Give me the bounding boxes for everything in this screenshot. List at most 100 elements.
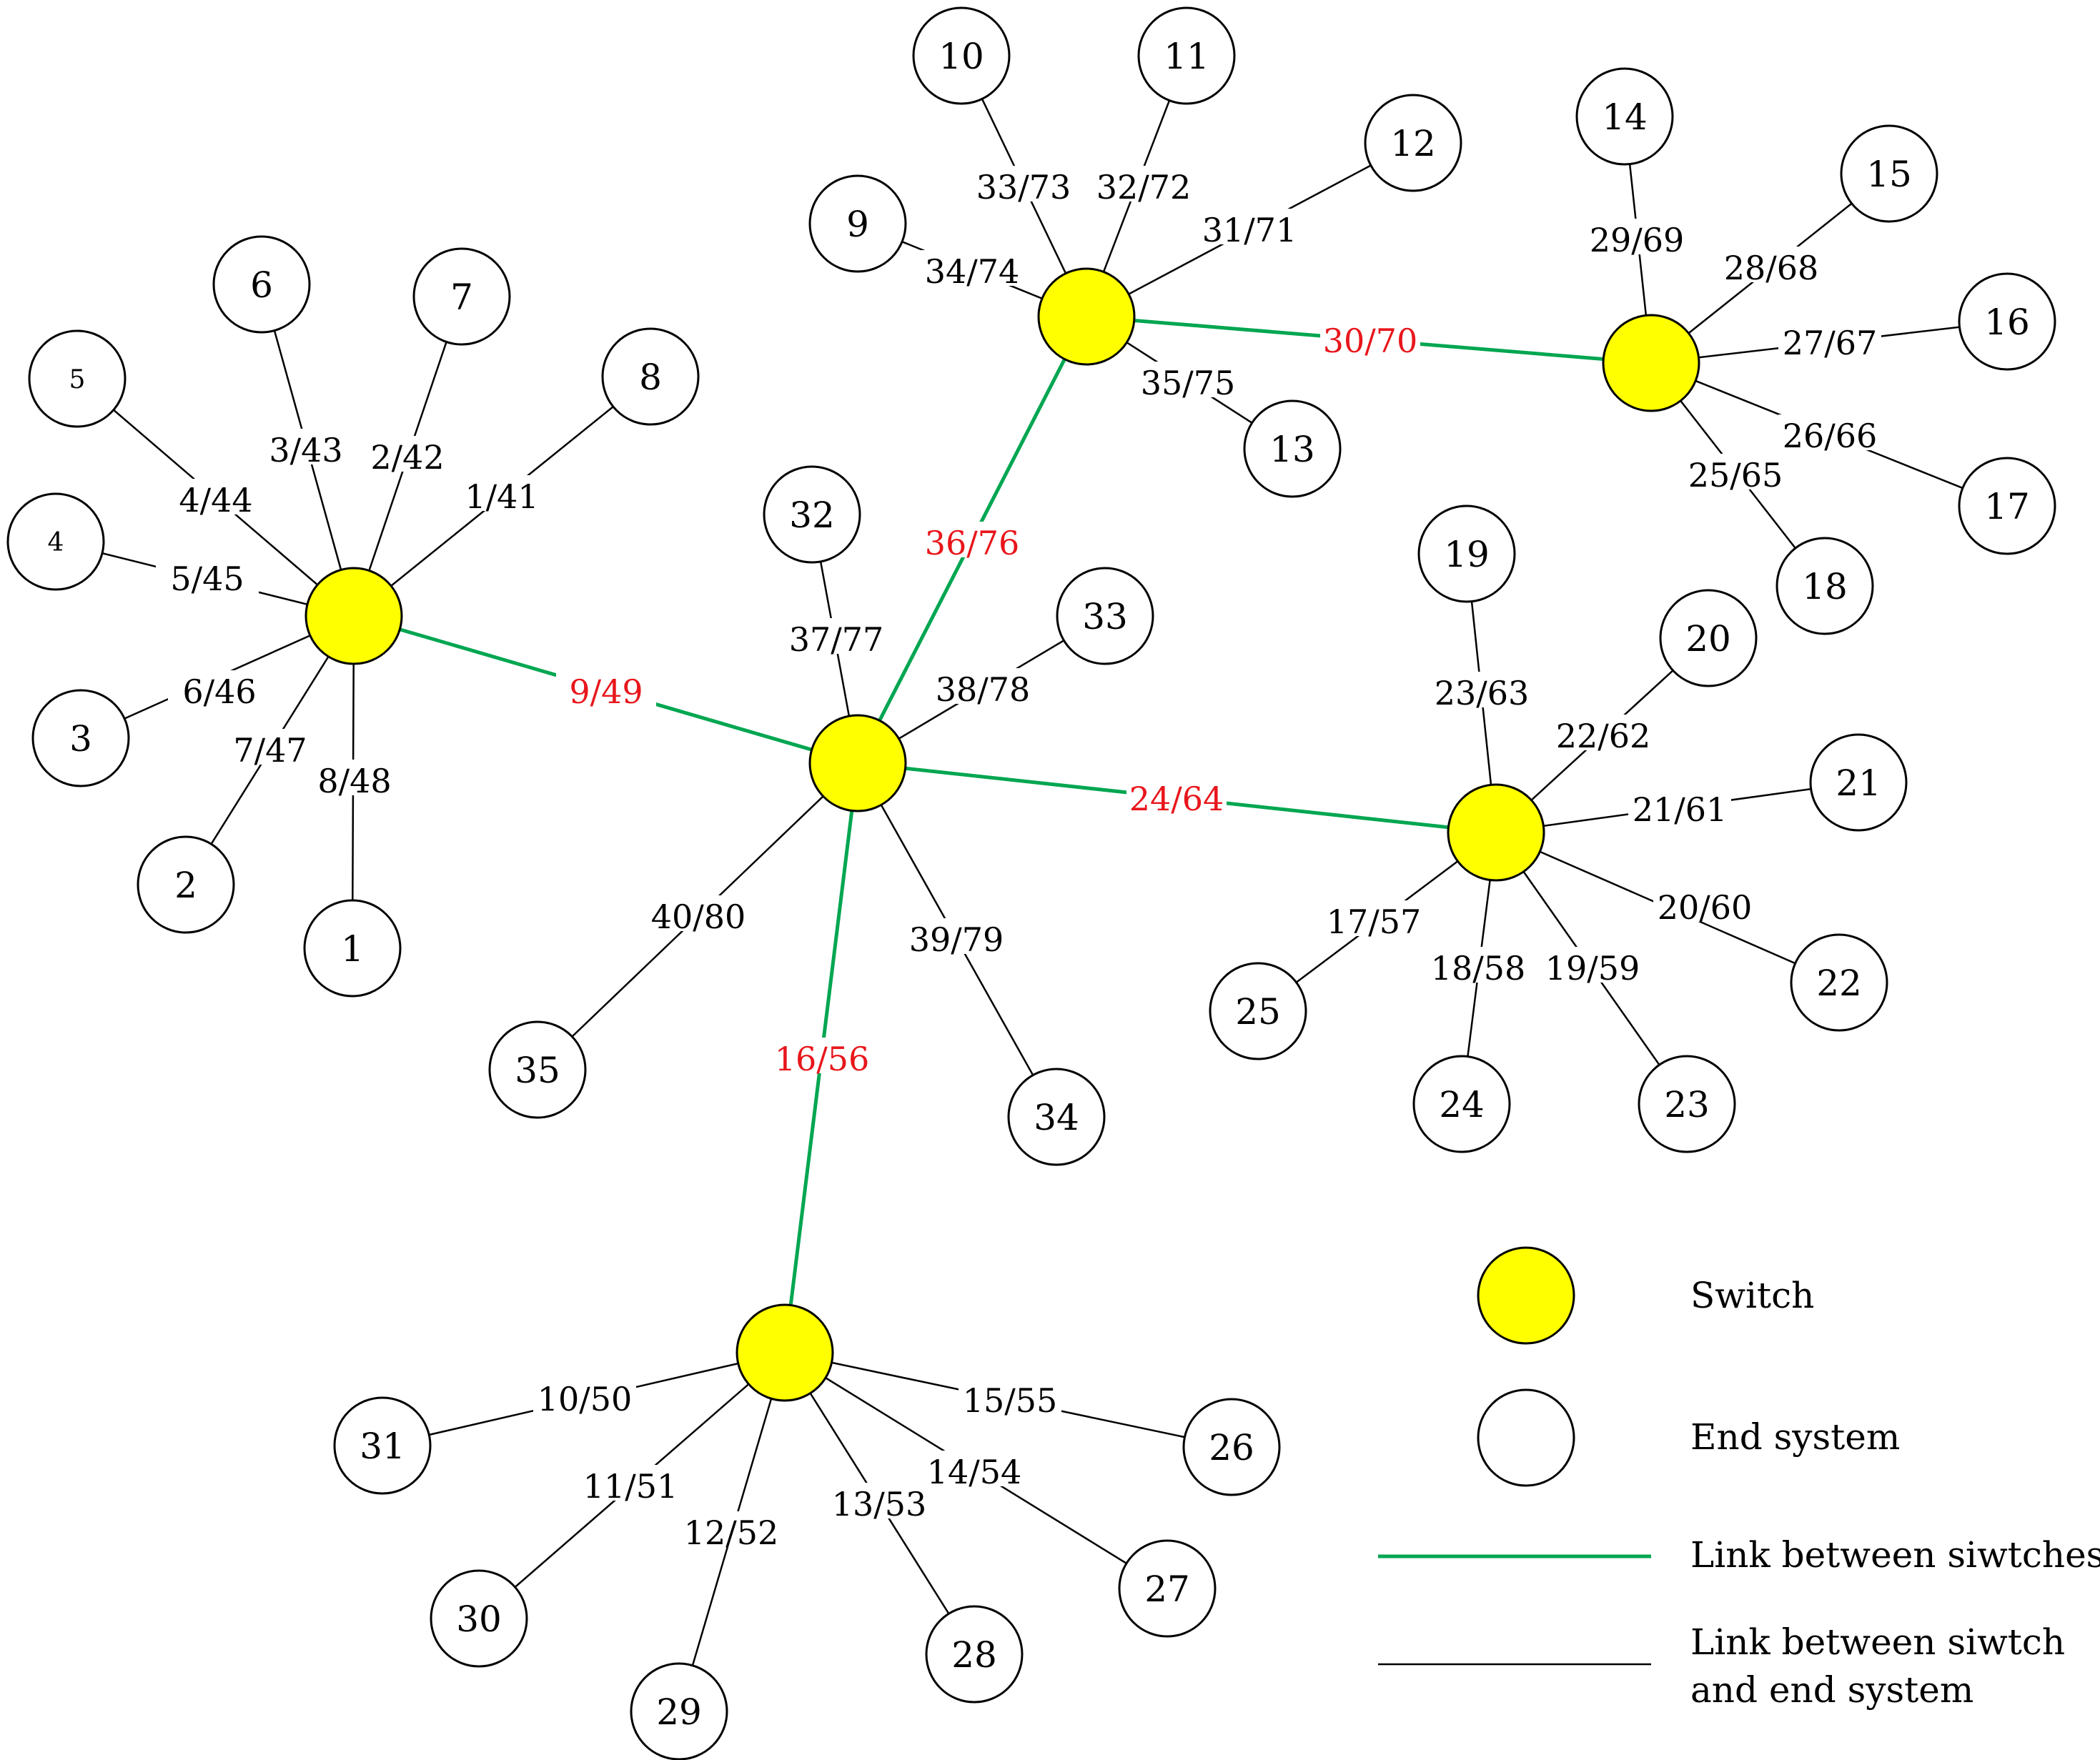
end-system-circle [31, 689, 130, 787]
end-system-circle [1412, 1055, 1511, 1153]
end-link-label: 11/51 [583, 1467, 678, 1506]
end-system-node: 21 [1809, 733, 1908, 832]
legend-switch-label: Switch [1690, 1275, 1814, 1316]
end-system-number: 10 [938, 36, 984, 77]
end-system-number: 3 [69, 718, 92, 760]
end-link-label-bg [1684, 454, 1787, 489]
end-link-label-bg [923, 1451, 1026, 1486]
end-system-circle [763, 465, 861, 564]
end-link-label-bg [1778, 322, 1881, 357]
end-link-label-bg [785, 618, 888, 654]
switch-node [304, 567, 403, 665]
end-system-number: 35 [515, 1050, 560, 1091]
end-system-circle [488, 1020, 587, 1119]
end-system-number: 29 [656, 1691, 702, 1733]
end-link-label-bg [647, 895, 750, 931]
end-system-circle [925, 1605, 1024, 1704]
end-link-label-bg [1136, 362, 1239, 397]
end-system-node: 13 [1243, 399, 1342, 498]
end-system-number: 20 [1685, 618, 1731, 660]
end-link-label: 28/68 [1724, 249, 1819, 287]
end-system-number: 30 [456, 1599, 502, 1640]
end-system-node: 35 [488, 1020, 587, 1119]
end-link-label-bg [1198, 209, 1301, 244]
end-link-label-bg [164, 479, 267, 514]
end-system-number: 15 [1866, 154, 1912, 195]
end-system-number: 22 [1816, 963, 1862, 1004]
switch-link-label-bg [922, 522, 1022, 557]
end-system-circle [212, 235, 311, 334]
end-system-node: 29 [630, 1662, 728, 1760]
end-link-label: 26/66 [1783, 417, 1878, 455]
end-link-label-bg [905, 918, 1008, 954]
end-link-label-bg [1430, 672, 1533, 707]
end-system-circle [1659, 589, 1758, 687]
switch-node [808, 714, 907, 812]
end-system-node: 5 [28, 329, 127, 428]
legend: Switch End system Link between siwtches … [1378, 1246, 2100, 1711]
end-system-node: 34 [1007, 1068, 1106, 1166]
end-link-label: 14/54 [927, 1453, 1022, 1491]
end-system-number: 13 [1269, 429, 1315, 470]
end-system-node: 28 [925, 1605, 1024, 1704]
end-link-label: 6/46 [182, 672, 256, 711]
end-system-number: 24 [1439, 1084, 1485, 1125]
end-system-circle [1209, 962, 1307, 1060]
end-link-label-bg [680, 1511, 783, 1547]
end-link-label-bg [579, 1465, 682, 1501]
end-link-label-bg [972, 166, 1075, 202]
end-system-number: 26 [1209, 1427, 1254, 1468]
end-system-number: 16 [1984, 302, 2030, 343]
end-link-label: 19/59 [1545, 949, 1640, 988]
end-system-circle [28, 329, 127, 428]
end-link-label-bg [1628, 788, 1731, 824]
end-system-number: 2 [174, 865, 197, 906]
end-system-circle [1809, 733, 1908, 832]
end-system-node: 15 [1840, 124, 1938, 223]
end-system-number: 7 [450, 277, 473, 318]
end-system-number: 6 [250, 264, 273, 306]
end-link-label-bg [156, 557, 259, 593]
end-link-label-bg [1653, 886, 1756, 922]
end-system-circle [1417, 504, 1516, 603]
end-link-label: 2/42 [370, 438, 444, 477]
end-link-label-bg [1552, 715, 1655, 750]
end-system-circle [601, 327, 700, 426]
switch-node [736, 1303, 834, 1402]
end-link-label: 25/65 [1688, 456, 1783, 494]
end-system-node: 10 [912, 6, 1011, 105]
end-system-node: 8 [601, 327, 700, 426]
end-system-circle [1958, 272, 2056, 371]
end-system-circle [630, 1662, 728, 1760]
end-system-node: 16 [1958, 272, 2056, 371]
end-link-label: 23/63 [1435, 674, 1530, 712]
legend-switch-link-label: Link between siwtches [1690, 1534, 2100, 1576]
end-link-label: 8/48 [317, 762, 391, 800]
end-system-number: 8 [639, 357, 662, 398]
end-system-number: 31 [360, 1426, 405, 1467]
legend-end-system-symbol [1477, 1388, 1575, 1487]
end-link-label-bg [1585, 219, 1688, 254]
end-system-number: 4 [48, 528, 64, 557]
end-system-node: 14 [1575, 67, 1674, 166]
end-link-label: 13/53 [832, 1485, 927, 1523]
end-system-number: 14 [1602, 96, 1648, 138]
end-link-label: 18/58 [1431, 949, 1526, 988]
end-system-circle [808, 174, 907, 273]
end-link-label-bg [219, 729, 322, 765]
end-system-node: 30 [430, 1569, 528, 1668]
end-link-label: 40/80 [651, 898, 746, 936]
legend-switch-symbol [1477, 1246, 1575, 1345]
end-link-label: 27/67 [1783, 324, 1878, 362]
end-link-label: 37/77 [789, 620, 884, 659]
end-link-label: 7/47 [233, 731, 307, 770]
end-system-node: 19 [1417, 504, 1516, 603]
end-system-circle [137, 835, 235, 934]
end-system-node: 18 [1775, 537, 1874, 635]
end-system-number: 21 [1836, 762, 1881, 804]
switch-node [1447, 783, 1545, 882]
end-system-number: 33 [1082, 596, 1128, 637]
end-link-label-bg [533, 1378, 636, 1413]
switch-link-label: 30/70 [1323, 322, 1418, 360]
